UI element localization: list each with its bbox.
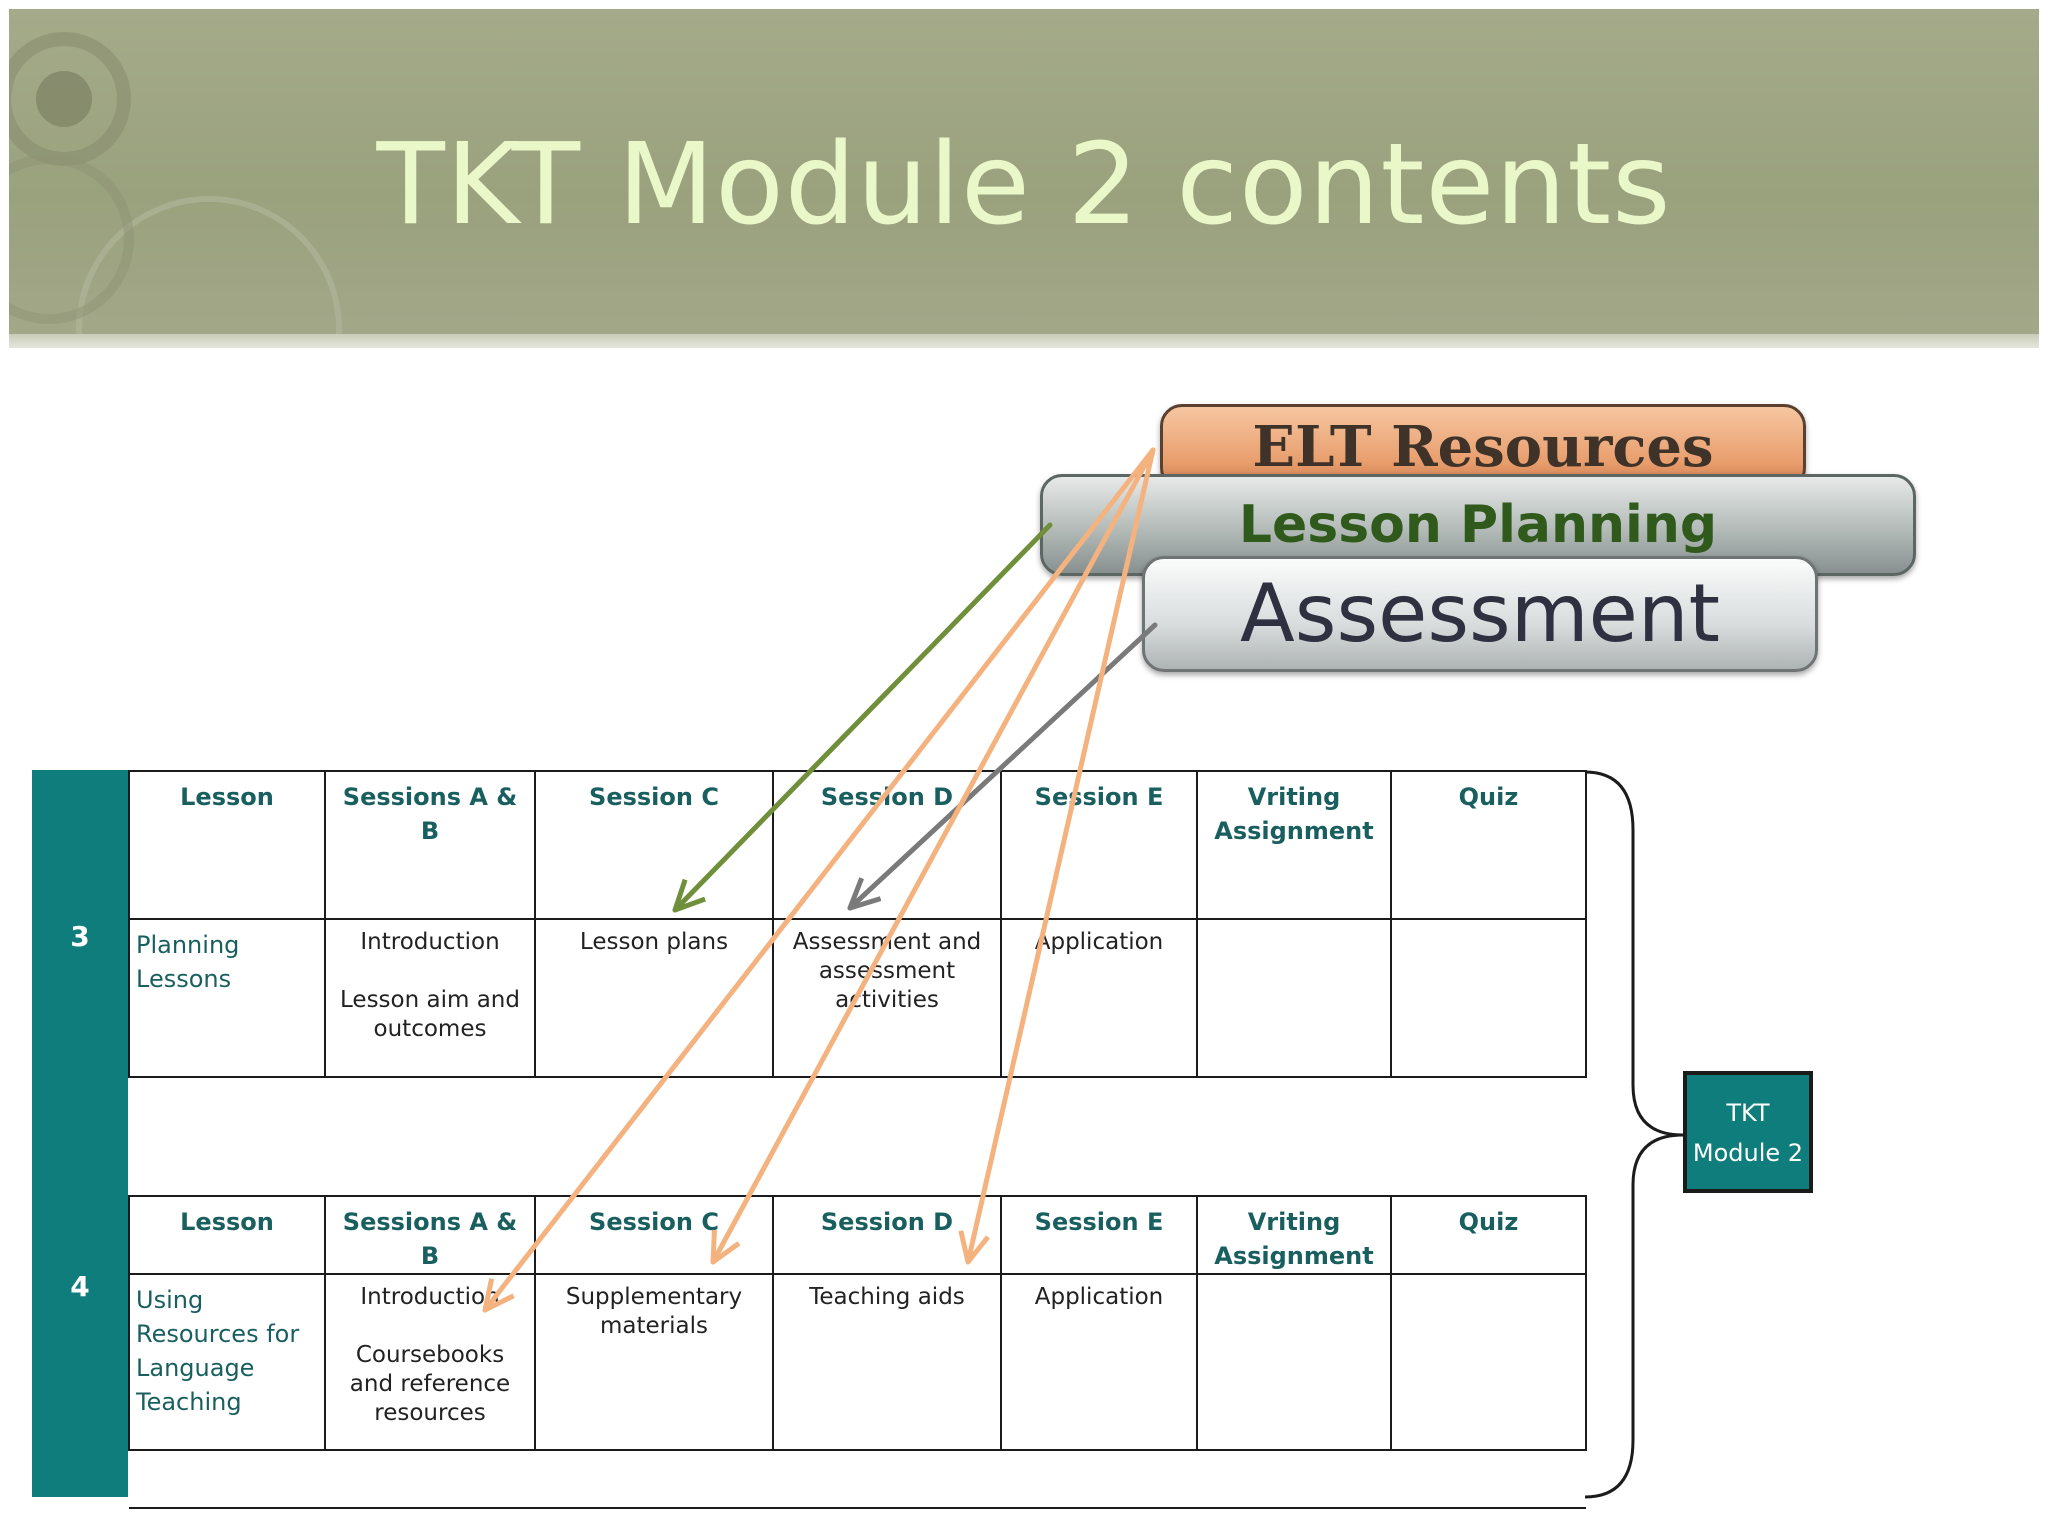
- header-quiz: Quiz: [1390, 1195, 1587, 1275]
- arrow-assessment-to-assessment-activities: [847, 622, 1158, 911]
- unit-4-lesson: Using Resources for Language Teaching: [128, 1273, 326, 1451]
- arrowhead-icon: [958, 1230, 990, 1265]
- unit-4-session-c: Supplementary materials: [534, 1273, 774, 1451]
- unit-3-table: Lesson Sessions A & B Session C Session …: [128, 770, 1587, 1197]
- unit-3-number: 3: [70, 920, 90, 953]
- header-session-c: Session C: [534, 770, 774, 920]
- header-session-c: Session C: [534, 1195, 774, 1275]
- unit-4-quiz: [1390, 1273, 1587, 1451]
- header-writing-assignment: Vriting Assignment: [1196, 770, 1392, 920]
- unit-4-session-d: Teaching aids: [772, 1273, 1002, 1451]
- header-lesson: Lesson: [128, 770, 326, 920]
- slide-header: [9, 9, 2039, 347]
- arrow-elt-to-coursebooks: [482, 447, 1156, 1313]
- unit-3-quiz: [1390, 918, 1587, 1078]
- unit-4-number: 4: [70, 1270, 90, 1303]
- header-writing-assignment: Vriting Assignment: [1196, 1195, 1392, 1275]
- arrow-lesson-planning-to-lesson-plans: [672, 522, 1053, 913]
- unit-4-spacer: [129, 1449, 1586, 1509]
- header-session-e: Session E: [1000, 770, 1198, 920]
- unit-3-sidebar: 3: [32, 770, 128, 1195]
- arrowhead-icon: [847, 877, 882, 911]
- unit-3-session-e: Application: [1000, 918, 1198, 1078]
- arrow-elt-to-teaching-aids: [958, 447, 1156, 1265]
- slide-title: TKT Module 2 contents: [376, 120, 1672, 250]
- unit-4-writing: [1196, 1273, 1392, 1451]
- unit-3-lesson: Planning Lessons: [128, 918, 326, 1078]
- unit-3-session-c: Lesson plans: [534, 918, 774, 1078]
- book-assessment: Assessment: [1142, 556, 1818, 672]
- decorative-rings: [9, 32, 342, 347]
- unit-4-sessions-ab: Introduction Coursebooks and reference r…: [324, 1273, 536, 1451]
- unit-3-spacer: [129, 1076, 1586, 1197]
- unit-4-table: Lesson Sessions A & B Session C Session …: [128, 1195, 1587, 1509]
- header-quiz: Quiz: [1390, 770, 1587, 920]
- module-brace: [1584, 770, 1684, 1499]
- unit-3-sessions-ab: Introduction Lesson aim and outcomes: [324, 918, 536, 1078]
- arrowhead-icon: [482, 1278, 515, 1313]
- header-lesson: Lesson: [128, 1195, 326, 1275]
- unit-4-session-e: Application: [1000, 1273, 1198, 1451]
- header-session-e: Session E: [1000, 1195, 1198, 1275]
- tkt-module-2-box: TKT Module 2: [1683, 1071, 1813, 1193]
- header-sessions-ab: Sessions A & B: [324, 770, 536, 920]
- unit-3-writing: [1196, 918, 1392, 1078]
- header-divider: [9, 334, 2039, 348]
- arrowhead-icon: [710, 1229, 741, 1265]
- arrowhead-icon: [672, 878, 706, 913]
- header-sessions-ab: Sessions A & B: [324, 1195, 536, 1275]
- unit-4-sidebar: 4: [32, 1195, 128, 1497]
- arrow-elt-to-supplementary: [710, 447, 1156, 1265]
